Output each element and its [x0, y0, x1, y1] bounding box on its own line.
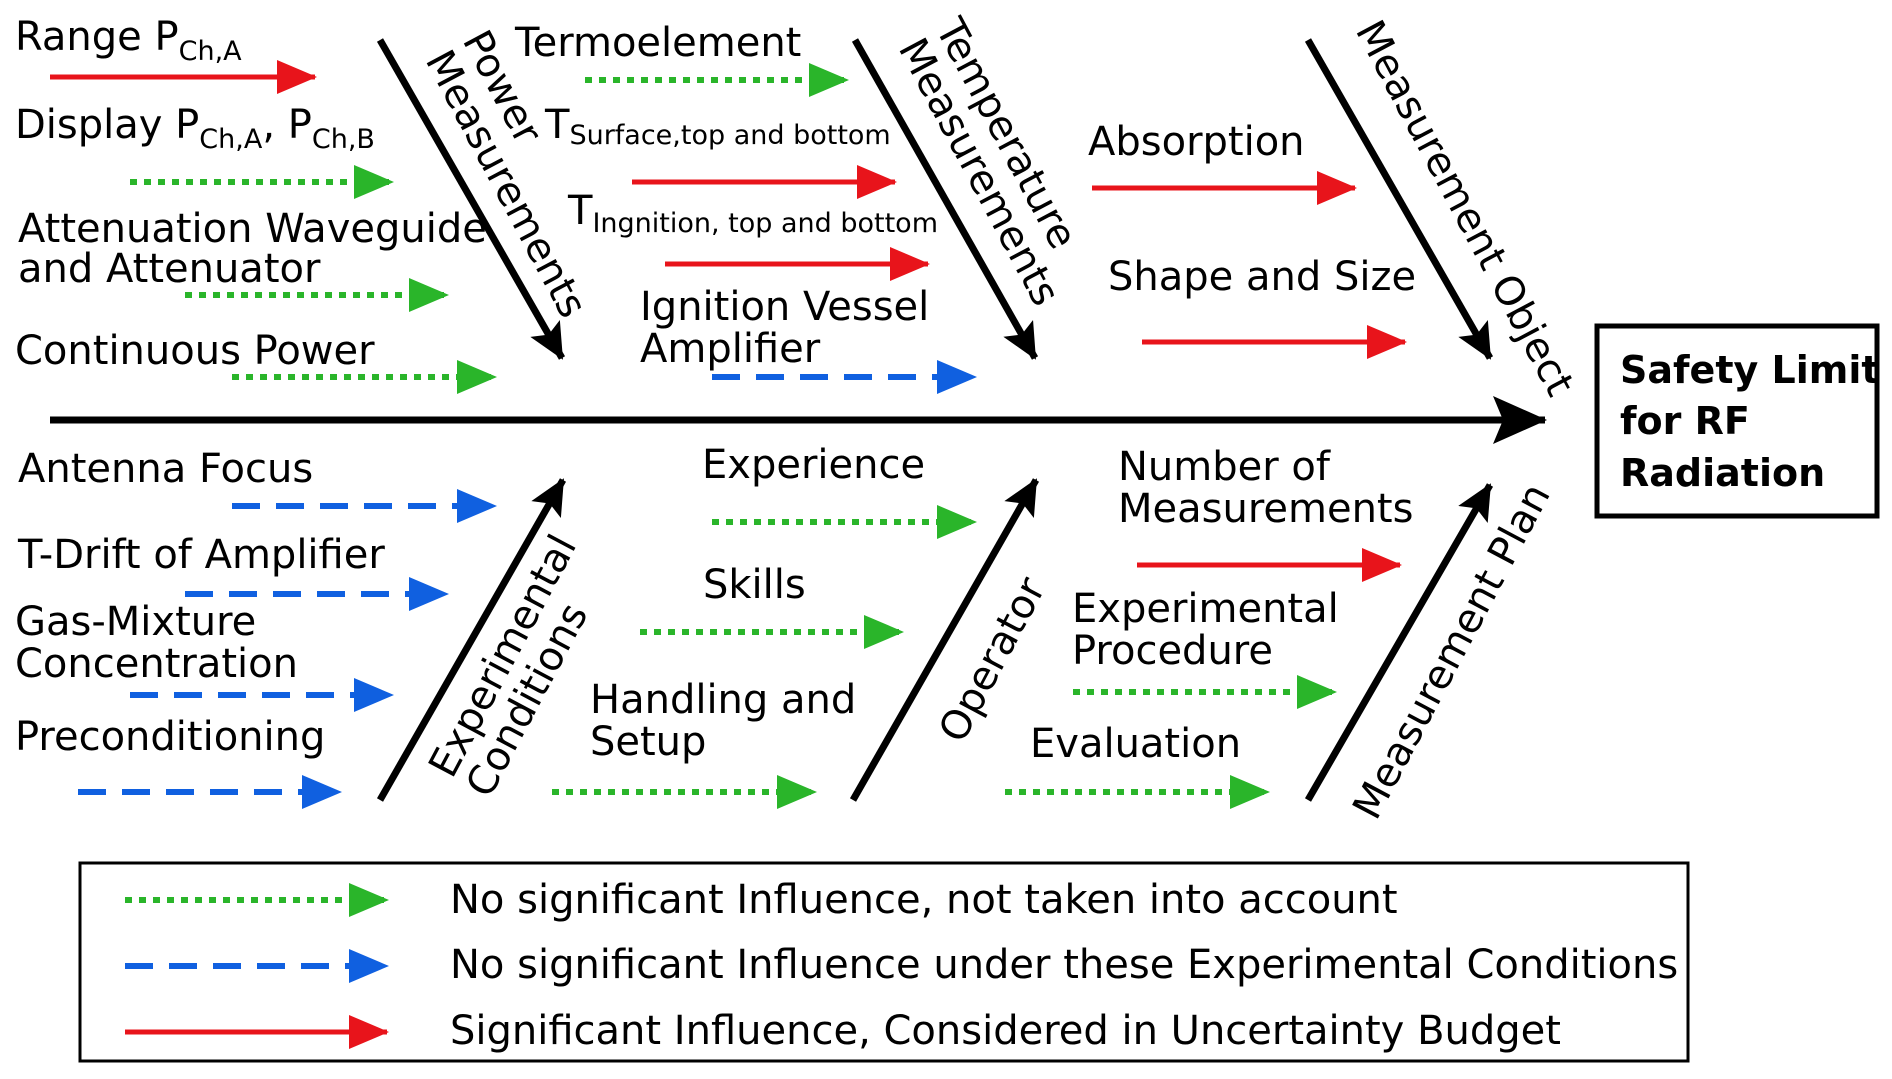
- cause-label-num-measurements: Number of Measurements: [1118, 444, 1413, 532]
- cause-label-display: Display PCh,A, PCh,B: [15, 102, 375, 155]
- category-label-power-measurements: Power Measurements: [416, 23, 632, 325]
- cause-label-handling: Handling and Setup: [590, 677, 869, 765]
- legend-label-conditions: No significant Influence under these Exp…: [450, 942, 1678, 988]
- cause-label-attenuation: Attenuation Waveguide and Attenuator: [18, 206, 500, 292]
- cause-label-skills: Skills: [703, 562, 806, 608]
- cause-label-t-drift: T-Drift of Amplifier: [17, 532, 385, 578]
- bone-temperature-measurements: [851, 38, 1039, 360]
- cause-label-range: Range PCh,A: [15, 14, 242, 67]
- effect-label: Safety Limit for RF Radiation: [1620, 348, 1892, 495]
- legend-label-significant: Significant Influence, Considered in Unc…: [450, 1008, 1561, 1054]
- category-label-measurement-object: Measurement Object: [1346, 13, 1583, 403]
- cause-label-exp-procedure: Experimental Procedure: [1072, 586, 1351, 674]
- legend-box: [78, 861, 1690, 1063]
- legend-label-not-taken: No significant Influence, not taken into…: [450, 877, 1398, 923]
- bone-measurement-plan: [1304, 483, 1494, 802]
- bone-experimental-conditions: [376, 478, 567, 802]
- cause-label-ignition-vessel: Ignition Vessel Amplifier: [640, 284, 942, 372]
- cause-label-t-ignition: TIngnition, top and bottom: [567, 188, 938, 239]
- cause-label-t-surface: TSurface,top and bottom: [544, 102, 891, 151]
- bone-operator: [849, 478, 1040, 802]
- cause-label-continuous-power: Continuous Power: [15, 328, 375, 374]
- cause-label-termoelement: Termoelement: [514, 20, 801, 66]
- cause-label-shape-size: Shape and Size: [1108, 254, 1416, 300]
- bone-measurement-object: [1304, 38, 1494, 360]
- cause-label-evaluation: Evaluation: [1030, 721, 1241, 767]
- cause-label-absorption: Absorption: [1088, 119, 1305, 165]
- cause-label-gas-mixture: Gas-Mixture Concentration: [15, 599, 298, 687]
- bone-power-measurements: [376, 38, 566, 360]
- cause-label-experience: Experience: [702, 442, 925, 488]
- cause-label-antenna-focus: Antenna Focus: [18, 446, 313, 492]
- effect-box: [1594, 323, 1880, 519]
- cause-label-preconditioning: Preconditioning: [15, 714, 325, 760]
